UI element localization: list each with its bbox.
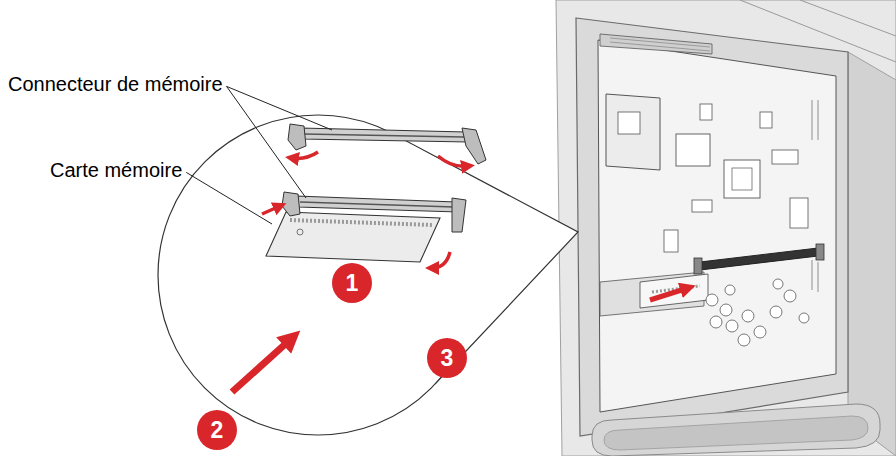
part-label: Connecteur de mémoire [8,72,223,96]
magnifier-callout [158,115,578,435]
printer-housing [556,0,896,456]
callout-disc [332,263,372,303]
callout-number: 1 [346,272,359,295]
callout-disc [197,410,237,450]
leader-line [227,86,306,198]
callout-number: 3 [441,347,454,370]
callout-number: 2 [211,419,224,442]
leader-line [186,172,272,224]
memory-connector [288,124,486,166]
part-label: Carte mémoire [50,158,182,182]
memory-card-assembly [232,192,466,392]
callout-disc [427,338,467,378]
callout-dots [197,263,467,450]
